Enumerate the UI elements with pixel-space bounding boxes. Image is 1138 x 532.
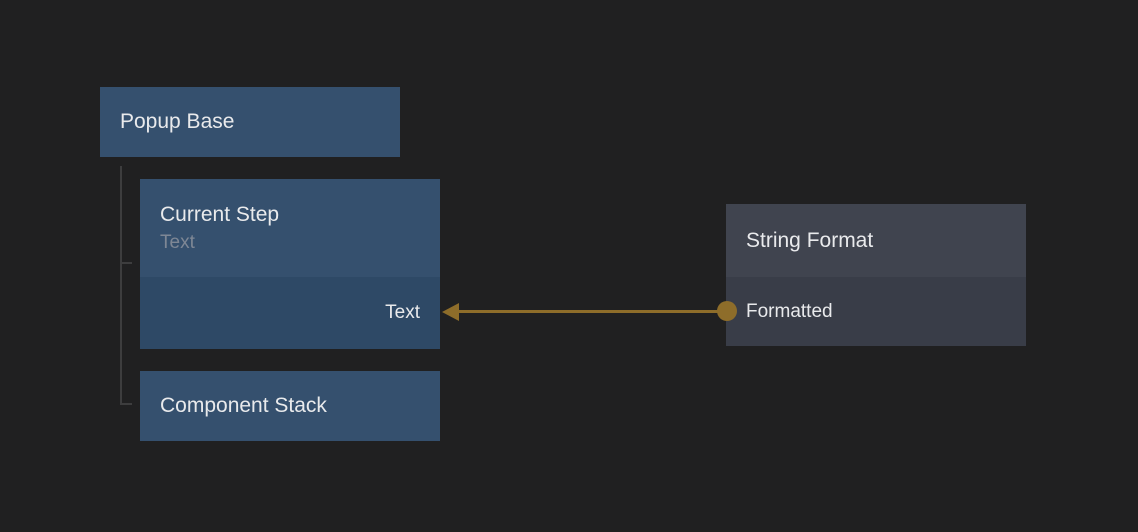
node-current-step-header: Current Step Text [140,179,440,277]
node-title: Component Stack [160,394,327,417]
connection-wire[interactable] [455,310,727,313]
node-string-format-header: String Format [726,204,1026,277]
input-port-label: Text [385,302,420,323]
output-port-row-formatted[interactable]: Formatted [726,277,1026,346]
node-subtitle: Text [160,231,195,253]
node-component-stack-header: Component Stack [140,393,440,419]
tree-line-branch-component-stack [120,403,132,405]
tree-line-branch-current-step [120,262,132,264]
node-title: Current Step [160,202,280,226]
node-title: String Format [746,228,874,252]
input-port-row-text[interactable]: Text [140,277,440,349]
node-component-stack[interactable]: Component Stack [140,371,440,441]
node-popup-base-header: Popup Base [100,109,400,135]
node-string-format[interactable]: String Format Formatted [726,204,1026,346]
node-current-step[interactable]: Current Step Text Text [140,179,440,349]
arrowhead-icon [442,303,459,321]
output-port-dot[interactable] [717,301,737,321]
tree-line-vertical [120,166,122,405]
node-title: Popup Base [120,110,235,133]
node-popup-base[interactable]: Popup Base [100,87,400,157]
output-port-label: Formatted [746,300,833,322]
